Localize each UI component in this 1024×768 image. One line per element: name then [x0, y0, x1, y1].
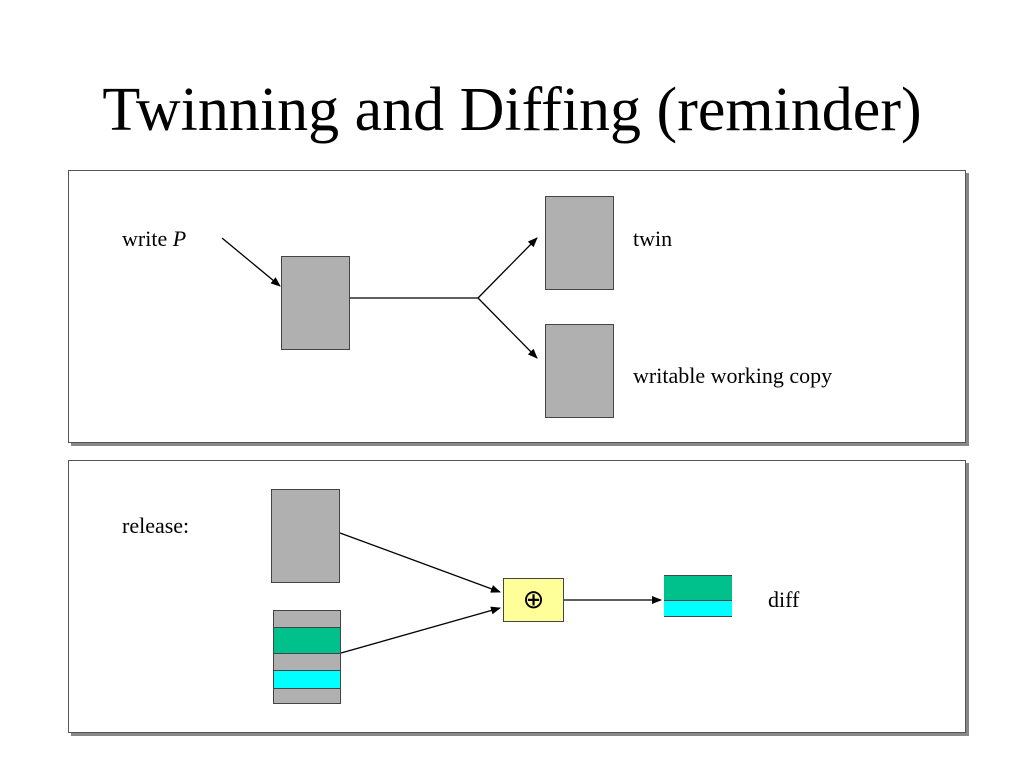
twin-label: twin: [633, 226, 673, 251]
release-label: release:: [122, 513, 190, 538]
twin-page-copy: [271, 489, 340, 583]
working-copy-label: writable working copy: [633, 363, 833, 388]
xor-operator-box: ⊕: [503, 578, 564, 622]
modified-region-cyan: [274, 670, 340, 689]
diff-region-green: [664, 575, 732, 601]
diff-label: diff: [768, 587, 800, 612]
diff-block: [664, 575, 732, 617]
modified-page: [273, 610, 341, 704]
slide-title: Twinning and Diffing (reminder): [102, 76, 922, 144]
twin-page: [545, 196, 614, 290]
write-page-name: P: [172, 226, 187, 251]
working-copy-page: [545, 324, 614, 418]
write-text: write: [122, 226, 173, 251]
write-label: write P: [122, 226, 186, 252]
original-page: [281, 256, 350, 350]
modified-region-green: [274, 627, 340, 654]
twinning-panel: [68, 170, 966, 443]
diff-region-cyan: [664, 600, 732, 617]
